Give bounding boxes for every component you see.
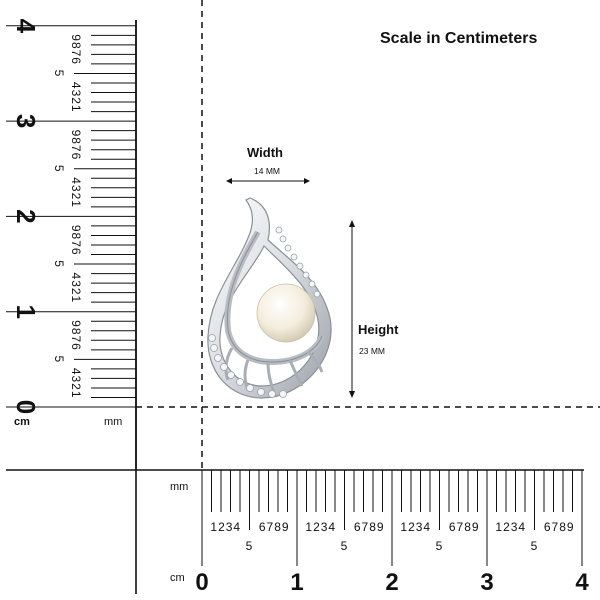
horizontal-ruler-cm-label: 4	[575, 569, 589, 596]
horizontal-ruler-mm-digits: 5	[531, 539, 539, 553]
horizontal-ruler-mm-unit: mm	[170, 481, 189, 493]
horizontal-ruler-mm-digits: 1234	[305, 520, 336, 534]
pearl-icon	[256, 283, 316, 343]
vertical-ruler-mm-digits: 9876	[69, 225, 83, 256]
vertical-ruler-mm-unit: mm	[104, 416, 123, 428]
vertical-ruler-mm-digits: 4321	[69, 273, 83, 304]
width-label: Width	[247, 145, 283, 160]
height-label: Height	[358, 322, 399, 337]
vertical-ruler-mm-digits: 4321	[69, 368, 83, 399]
vertical-ruler-mm-digits: 9876	[69, 320, 83, 351]
vertical-ruler-cm-label: 2	[11, 209, 41, 223]
horizontal-ruler-cm-label: 1	[290, 569, 303, 596]
height-value: 23 MM	[359, 346, 385, 356]
vertical-ruler-mm-digits: 9876	[69, 130, 83, 161]
vertical-ruler-mm-digits: 4321	[69, 177, 83, 208]
horizontal-ruler-mm-digits: 1234	[210, 520, 241, 534]
vertical-ruler-mm-digits: 4321	[69, 82, 83, 113]
vertical-ruler-cm-unit: cm	[14, 416, 30, 428]
horizontal-ruler-mm-digits: 5	[341, 539, 349, 553]
vertical-ruler-mm-digits: 5	[52, 356, 66, 364]
vertical-ruler-cm-label: 3	[11, 114, 41, 128]
vertical-ruler-mm-digits: 5	[52, 70, 66, 78]
horizontal-ruler-cm-label: 2	[385, 569, 398, 596]
horizontal-ruler-mm-digits: 6789	[259, 520, 290, 534]
width-dimension-arrow	[226, 178, 310, 184]
vertical-ruler-cm-label: 0	[11, 400, 41, 414]
horizontal-ruler-cm-unit: cm	[170, 572, 185, 584]
vertical-ruler-mm-digits: 5	[52, 260, 66, 268]
vertical-ruler: 0123443215987643215987643215987643215987…	[6, 19, 137, 470]
width-value: 14 MM	[254, 166, 280, 176]
height-dimension-arrow	[349, 220, 355, 398]
horizontal-ruler-cm-label: 3	[480, 569, 493, 596]
horizontal-ruler-mm-digits: 6789	[354, 520, 385, 534]
vertical-ruler-mm-digits: 9876	[69, 34, 83, 65]
horizontal-ruler-mm-digits: 5	[246, 539, 254, 553]
vertical-ruler-mm-digits: 5	[52, 165, 66, 173]
horizontal-ruler-mm-digits: 5	[436, 539, 444, 553]
horizontal-ruler-mm-digits: 1234	[400, 520, 431, 534]
scale-title: Scale in Centimeters	[380, 30, 538, 47]
horizontal-ruler-cm-label: 0	[195, 569, 208, 596]
vertical-ruler-cm-label: 4	[11, 19, 41, 34]
vertical-ruler-cm-label: 1	[11, 304, 41, 318]
horizontal-ruler-mm-digits: 6789	[449, 520, 480, 534]
horizontal-ruler-mm-digits: 1234	[495, 520, 526, 534]
horizontal-ruler-mm-digits: 6789	[544, 520, 575, 534]
